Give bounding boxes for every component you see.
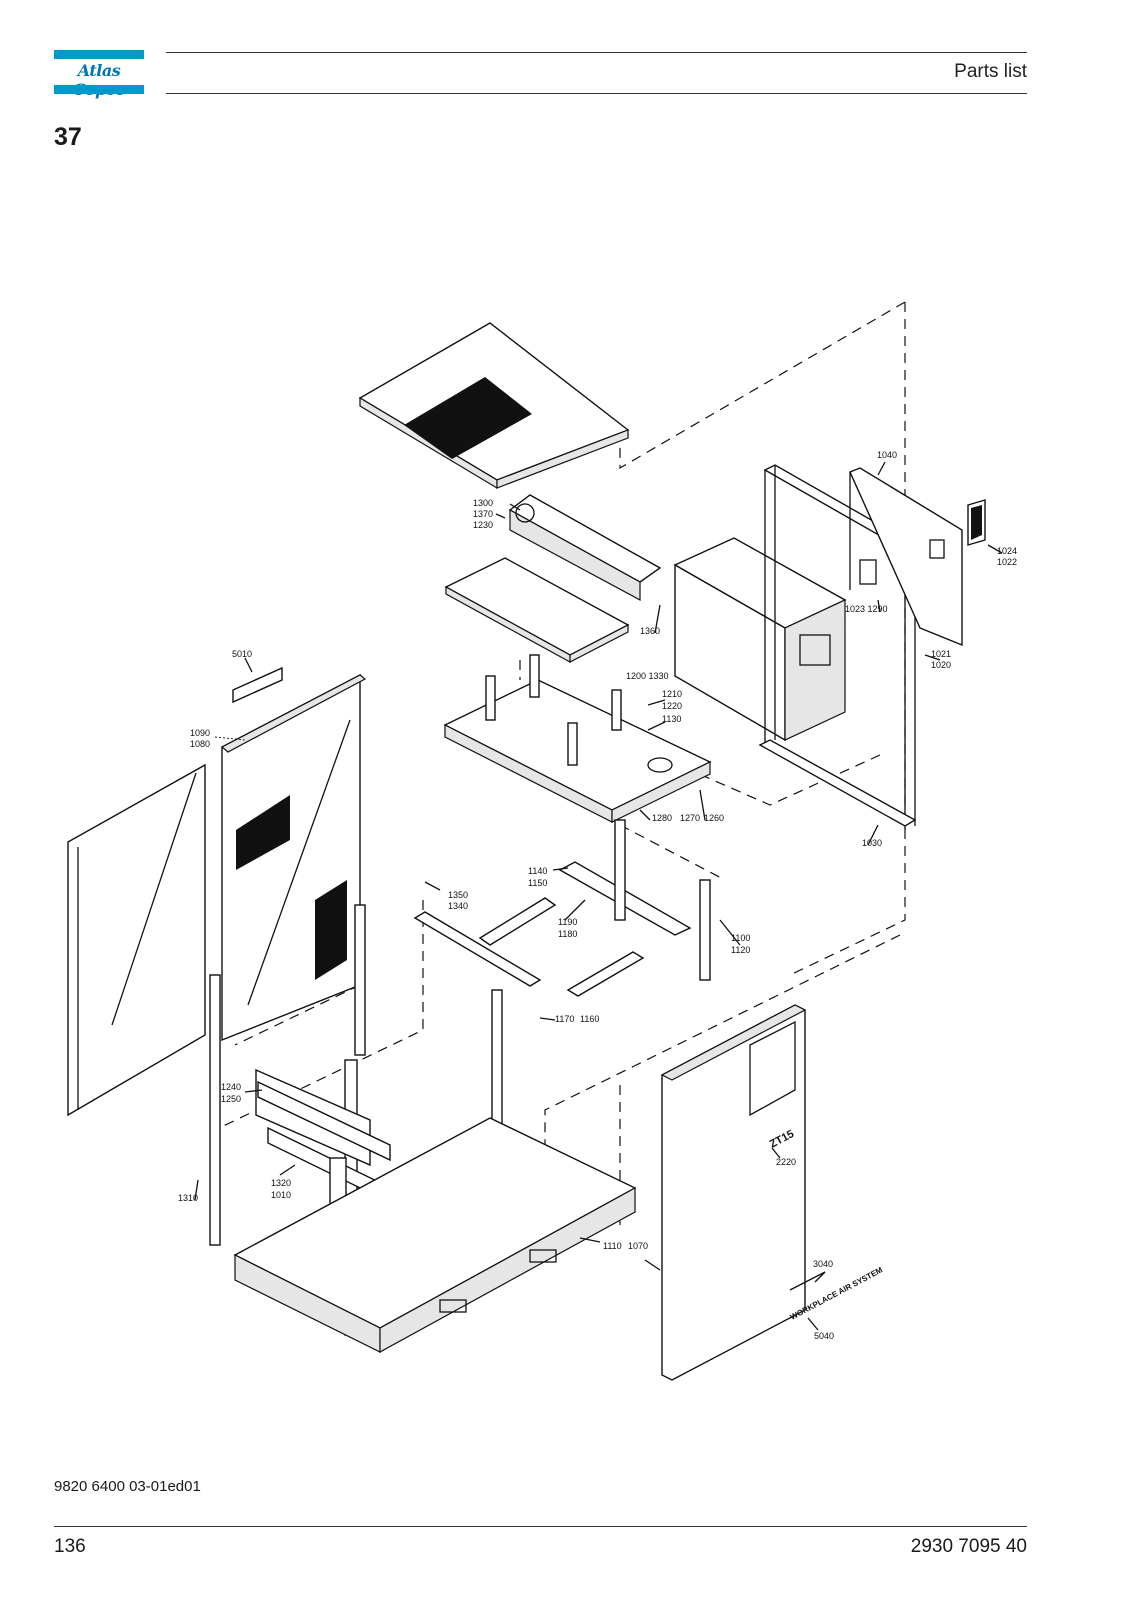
callout: 1320 xyxy=(271,1178,291,1188)
callout: 1250 xyxy=(221,1094,241,1104)
header-rule-bottom xyxy=(166,93,1027,94)
left-door xyxy=(67,763,206,1117)
callout: 1170 xyxy=(555,1014,574,1024)
callout: 1130 xyxy=(662,714,681,724)
callout: 1010 xyxy=(271,1190,291,1200)
callout: 1150 xyxy=(528,878,547,888)
callout: 1360 xyxy=(640,626,660,636)
header-rule-top xyxy=(166,52,1027,53)
assembly-guide-line xyxy=(619,824,726,881)
assembly-guide-line xyxy=(544,934,901,1195)
callout: 1370 xyxy=(473,509,493,519)
callout: 1021 xyxy=(931,649,951,659)
callout: 1024 xyxy=(997,546,1017,556)
callout: 1070 xyxy=(628,1241,648,1251)
rear-panel xyxy=(849,467,963,647)
callout: 1100 xyxy=(731,933,750,943)
callout: 1022 xyxy=(997,557,1017,567)
base-tray xyxy=(443,654,712,823)
atlas-copco-logo: Atlas Copco xyxy=(54,50,144,99)
assembly-guide-line xyxy=(689,754,881,806)
callout-labels: 1040 1300 1370 1230 1024 1022 1023 1290 … xyxy=(178,450,1017,1341)
callout: 3040 xyxy=(813,1259,833,1269)
callout: 1110 xyxy=(603,1241,622,1251)
callout: 5040 xyxy=(814,1331,834,1341)
callout: 1240 xyxy=(221,1082,241,1092)
callout: 1260 xyxy=(704,813,724,823)
callout: 1200 1330 xyxy=(626,671,669,681)
page-number: 136 xyxy=(54,1536,86,1557)
cross-members xyxy=(413,819,711,997)
callout: 1300 xyxy=(473,498,493,508)
callout: 1040 xyxy=(877,450,897,460)
assembly-guide-line xyxy=(619,301,906,470)
footer-rule xyxy=(54,1526,1027,1527)
top-cover-panel xyxy=(358,322,630,490)
callout: 1350 xyxy=(448,890,468,900)
logo-bar-top xyxy=(54,50,144,59)
callout: 1210 xyxy=(662,689,682,699)
middle-panel xyxy=(444,557,630,664)
front-door xyxy=(660,1004,826,1381)
part-number: 2930 7095 40 xyxy=(910,1536,1027,1557)
callout: 1030 xyxy=(862,838,882,848)
assembly-guide-line xyxy=(234,984,361,1046)
callout: 1080 xyxy=(190,739,210,749)
callout: 1230 xyxy=(473,520,493,530)
callout: 1120 xyxy=(731,945,750,955)
callout: 1310 xyxy=(178,1193,198,1203)
callout: 1340 xyxy=(448,901,468,911)
logo-bar-bottom xyxy=(54,85,144,94)
intake-duct xyxy=(508,494,662,602)
callout: 1023 1290 xyxy=(845,604,888,614)
electrical-cubicle xyxy=(673,537,847,742)
callout: 1220 xyxy=(662,701,682,711)
page-title: Parts list xyxy=(954,61,1027,82)
callout: 1180 xyxy=(558,929,577,939)
decal-strip xyxy=(232,666,283,704)
left-side-panel xyxy=(220,673,367,1042)
callout: 1270 xyxy=(680,813,700,823)
leader-lines xyxy=(194,461,1003,1331)
callout: 1020 xyxy=(931,660,951,670)
callout: 2220 xyxy=(776,1157,796,1167)
document-code: 9820 6400 03-01ed01 xyxy=(54,1478,201,1495)
callout: 1160 xyxy=(580,1014,599,1024)
callout: 1090 xyxy=(190,728,210,738)
assembly-guide-line xyxy=(214,900,424,1131)
callout: 5010 xyxy=(232,649,252,659)
callout: 1280 xyxy=(652,813,672,823)
callout: 1190 xyxy=(558,917,577,927)
base-frame xyxy=(233,1117,637,1354)
rear-vent-grille xyxy=(967,499,986,546)
section-number: 37 xyxy=(54,123,82,151)
callout: 1140 xyxy=(528,866,547,876)
